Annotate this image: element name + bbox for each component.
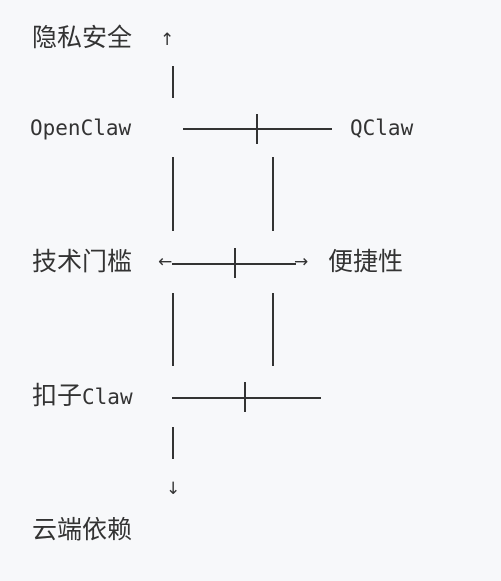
kouzi-claw-connector-tick: [244, 382, 246, 412]
vertical-axis-segment-1: [172, 66, 174, 98]
kouzi-claw-label: 扣子Claw: [32, 383, 133, 408]
vertical-axis-segment-4: [172, 427, 174, 459]
arrow-right-icon: →: [294, 252, 309, 272]
horizontal-right-label: 便捷性: [328, 247, 404, 276]
arrow-up-icon: ↑: [160, 30, 175, 50]
kouzi-label-cn: 扣子: [32, 381, 83, 410]
kouzi-claw-connector-line: [172, 397, 321, 399]
axis-top-label: 隐私安全: [32, 23, 133, 52]
axis-bottom-label: 云端依赖: [32, 515, 133, 544]
convenience-guide-line-1: [272, 157, 274, 231]
vertical-axis-segment-2: [172, 157, 174, 231]
kouzi-label-latin: Claw: [82, 385, 133, 409]
horizontal-left-label: 技术门槛: [32, 247, 133, 276]
arrow-left-icon: ←: [158, 252, 173, 272]
horizontal-axis-tick: [234, 248, 236, 278]
openclaw-connector-tick: [256, 114, 258, 144]
qclaw-label: QClaw: [350, 116, 414, 140]
convenience-guide-line-2: [272, 293, 274, 366]
vertical-axis-segment-3: [172, 293, 174, 366]
openclaw-label: OpenClaw: [30, 116, 132, 140]
arrow-down-icon: ↓: [166, 479, 181, 499]
